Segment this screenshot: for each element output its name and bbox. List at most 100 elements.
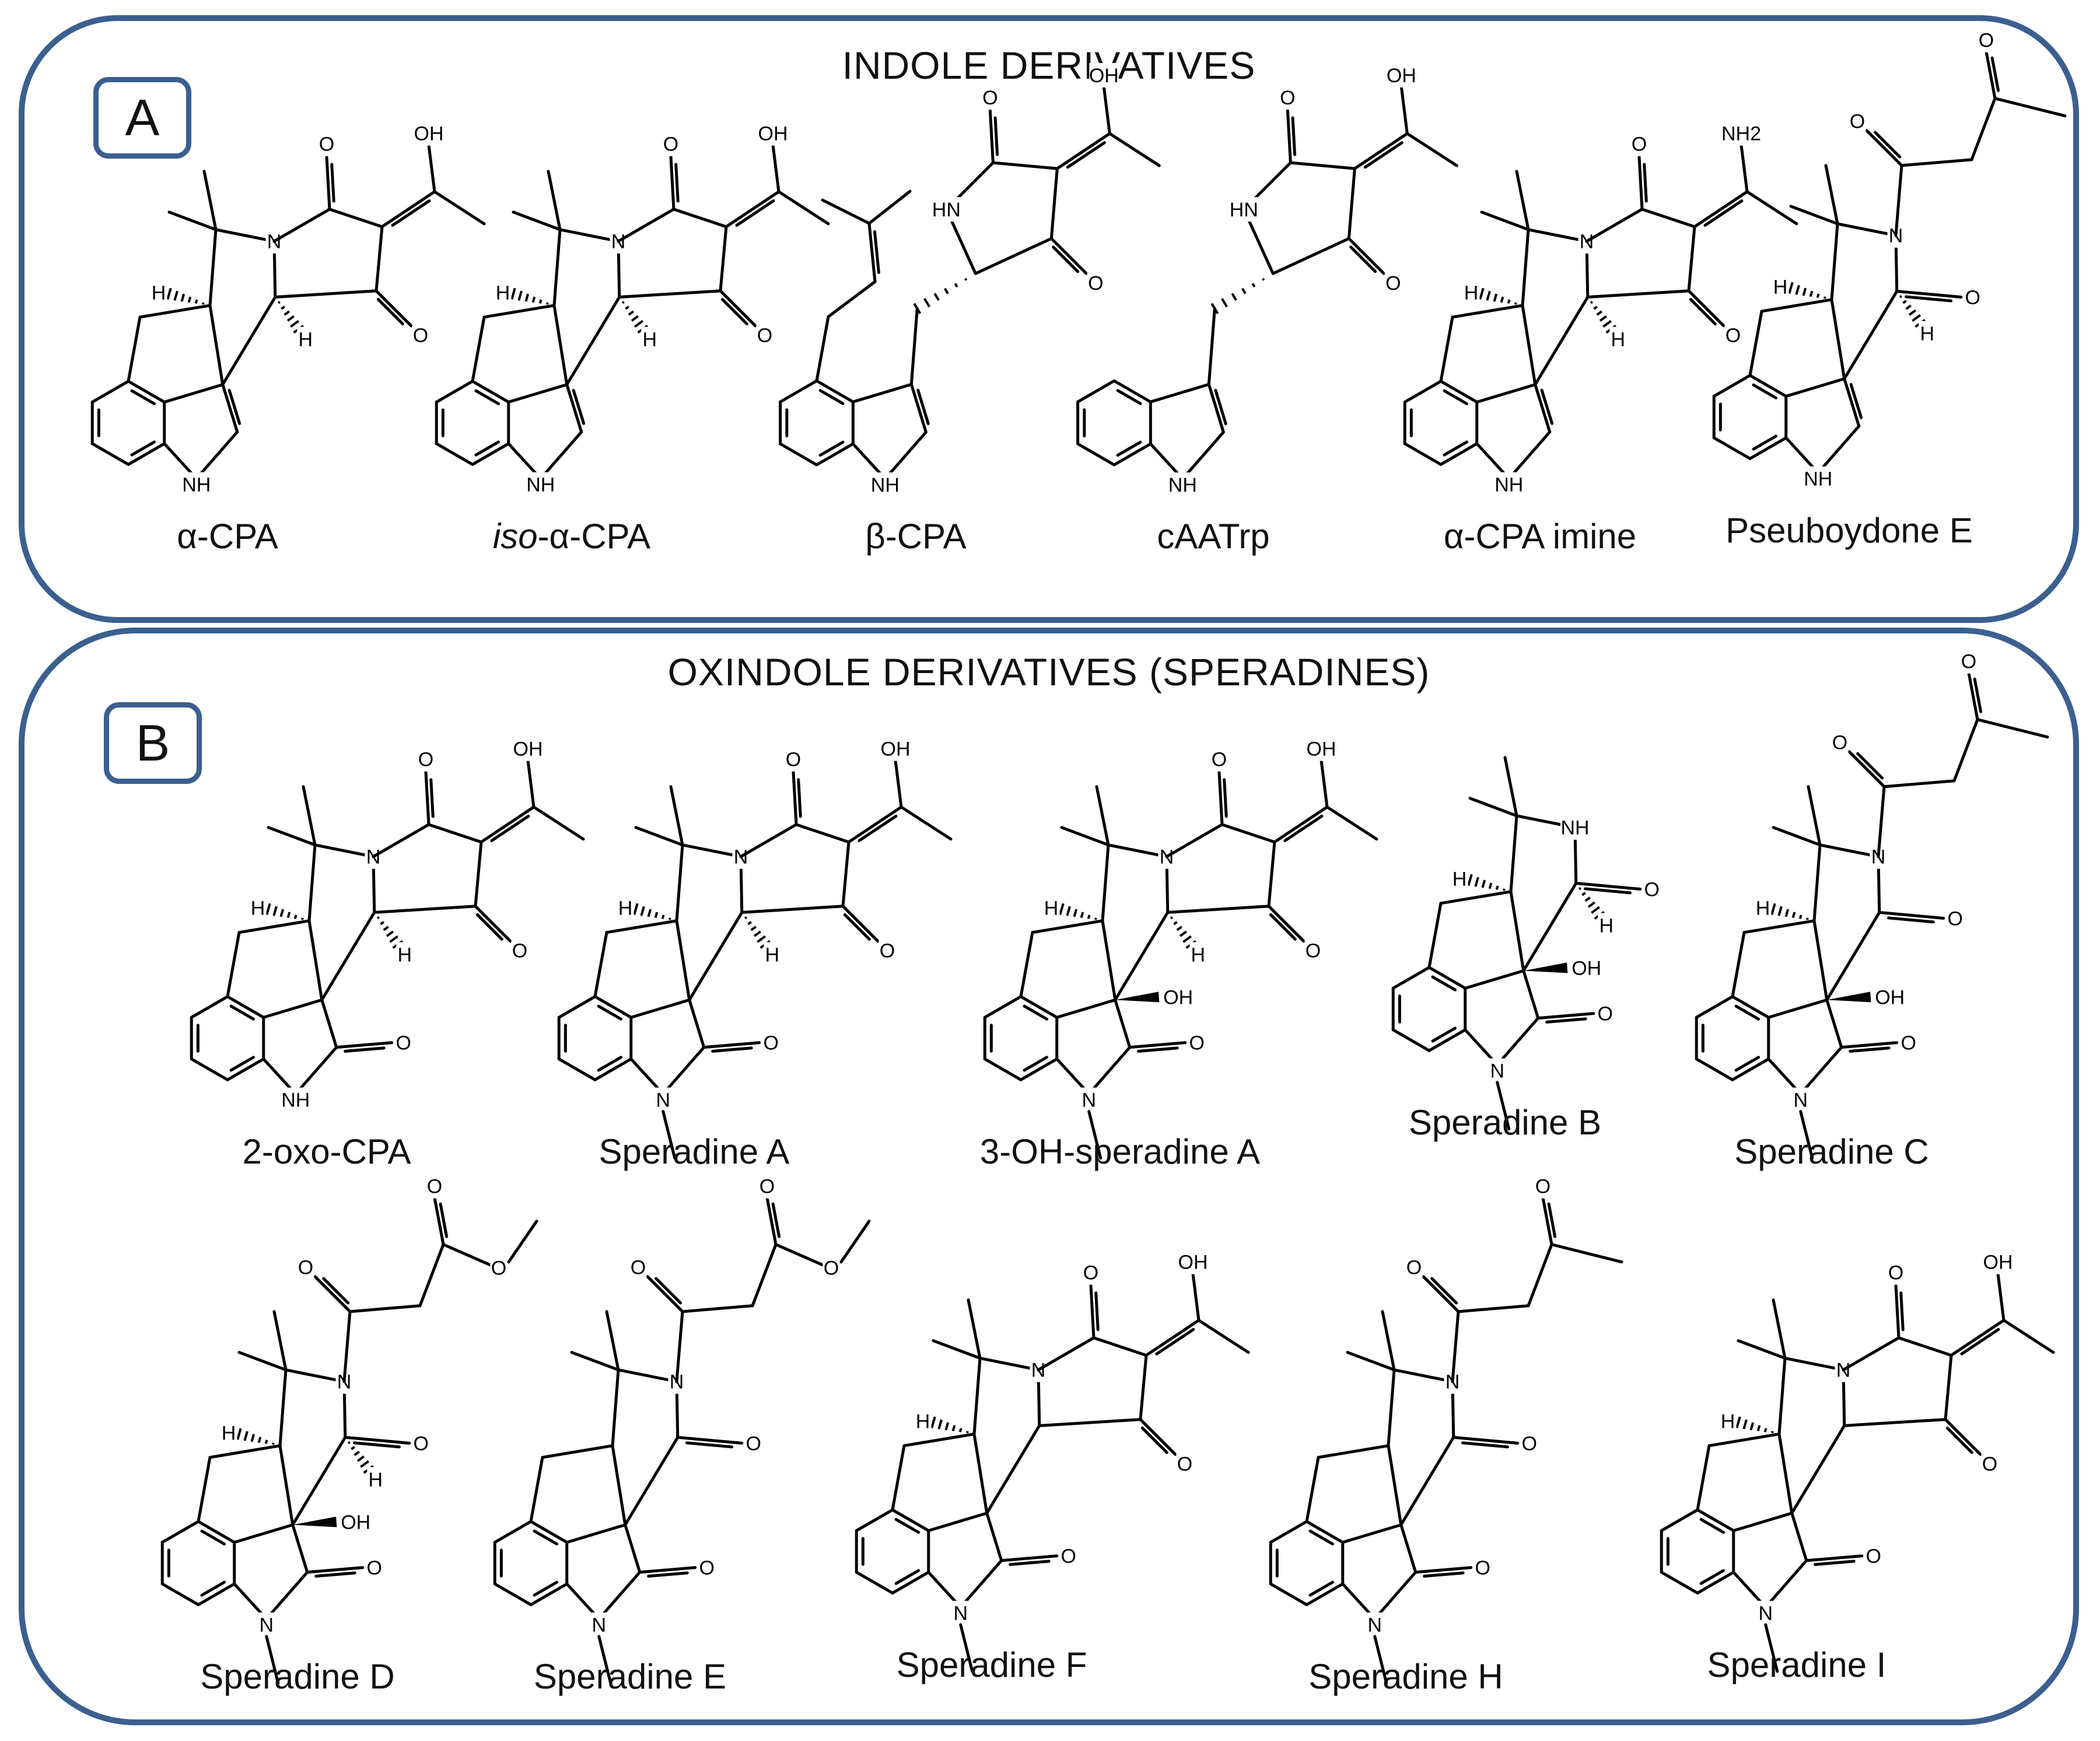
- ring-bond: [272, 208, 331, 243]
- ring-bond: [1527, 228, 1588, 243]
- benzene-ring: [597, 1004, 623, 1021]
- carbonyl-oxygen: O: [699, 1557, 715, 1579]
- carbonyl-oxygen: O: [1632, 134, 1647, 156]
- atom-label-bg: [367, 1467, 384, 1492]
- stereo-hydrogen: H: [368, 1469, 383, 1491]
- indole-bond: [195, 430, 239, 481]
- carbonyl-bond: [344, 1046, 386, 1053]
- atom-label-bg: [1489, 1058, 1506, 1083]
- indole-nitrogen: N: [1367, 1614, 1382, 1637]
- stereo-h-bond: [265, 903, 304, 920]
- ring-bond: [558, 228, 620, 243]
- stereo-hydrogen: H: [1191, 944, 1205, 966]
- stereo-h-bond: [633, 903, 671, 920]
- lactam-carbonyl: [1895, 289, 1963, 299]
- benzene-ring: [779, 379, 818, 404]
- ring-bond: [482, 304, 556, 319]
- carbonyl-bond: [322, 1277, 350, 1305]
- atom-label-bg: [1494, 472, 1524, 497]
- atom-label-bg: [1163, 985, 1193, 1010]
- acyl-bond: [681, 1304, 754, 1313]
- benzene-ring: [1403, 442, 1443, 466]
- atom-label-bg: [1757, 1600, 1774, 1626]
- atom-label-bg: [417, 747, 435, 772]
- stereo-h-bond: [1770, 903, 1809, 920]
- indole-bond: [1732, 1511, 1794, 1532]
- carbonyl-oxygen: O: [396, 1032, 411, 1055]
- carbonyl-bond: [841, 905, 880, 943]
- indole-bond: [1214, 388, 1227, 425]
- ring-bond: [307, 843, 317, 923]
- atom-label-bg: [181, 472, 211, 497]
- indole-bond: [927, 1511, 989, 1532]
- carbonyl-oxygen: O: [1832, 732, 1847, 754]
- ring-bond: [1165, 823, 1224, 859]
- methyl-bond: [1346, 1351, 1396, 1372]
- enol-bond: [1283, 814, 1324, 842]
- carbonyl-bond: [719, 289, 757, 328]
- ring-bond: [1818, 843, 1880, 859]
- benzene-ring: [190, 995, 229, 1019]
- benzene-ring: [1019, 995, 1059, 1019]
- methyl-bond: [202, 170, 218, 232]
- atom-label-bg: [745, 1431, 762, 1456]
- atom-label-bg: [1387, 63, 1416, 87]
- lactam-carbonyl: [344, 1435, 411, 1445]
- carbonyl-oxygen: O: [298, 1257, 313, 1279]
- carbonyl-bond: [711, 1046, 753, 1053]
- benzene-ring: [1391, 1028, 1431, 1052]
- benzene-ring: [1696, 1571, 1735, 1595]
- ring-bond: [307, 919, 324, 1001]
- carbonyl-bond: [1899, 1291, 1905, 1332]
- methyl-bond: [932, 1339, 982, 1360]
- lactam-carbonyl: [1461, 1441, 1510, 1449]
- stereo-hydrogen: H: [765, 944, 779, 966]
- atom-label-bg: [511, 938, 528, 963]
- benzene-ring: [818, 440, 845, 457]
- ring-bond: [541, 1444, 614, 1459]
- compound-name: Speradine B: [1408, 1103, 1602, 1142]
- methyl-bond: [1737, 1339, 1787, 1360]
- methyl-bond: [2002, 1319, 2055, 1354]
- carbonyl-bond: [474, 905, 512, 943]
- carbonyl-bond: [1643, 163, 1648, 203]
- ring-bond: [1748, 310, 1763, 377]
- indole-bond: [1341, 1523, 1403, 1544]
- carbonyl-oxygen: O: [1280, 87, 1295, 109]
- atom-label-bg: [1978, 27, 1995, 52]
- ring-bond: [274, 289, 378, 299]
- benzene-ring: [1443, 389, 1469, 405]
- benzene-ring: [597, 1056, 623, 1072]
- indole-bond: [1540, 388, 1554, 425]
- ring-bond: [1220, 823, 1276, 844]
- benzene-ring: [435, 442, 474, 466]
- panel-a-heading: INDOLE DERIVATIVES: [842, 44, 1256, 87]
- carbonyl-bond: [646, 1275, 684, 1313]
- methyl-bond: [237, 1351, 288, 1372]
- carbonyl-oxygen: O: [982, 87, 998, 109]
- ring-bond: [1038, 1418, 1142, 1427]
- ring-bond: [1777, 1357, 1787, 1436]
- ring-bond: [1387, 1444, 1403, 1526]
- methyl-bond: [1325, 805, 1378, 841]
- atom-label-bg: [1210, 747, 1228, 772]
- carbonyl-bond: [429, 778, 435, 818]
- compound-name: cAATrp: [1157, 517, 1270, 556]
- hydroxy-bond: [894, 759, 903, 809]
- indole-nh: NH: [871, 474, 900, 496]
- atom-label-bg: [758, 121, 788, 146]
- carbonyl-bond: [1139, 1418, 1177, 1456]
- carbonyl-oxygen: O: [1726, 325, 1741, 347]
- benzene-ring: [1695, 995, 1734, 1019]
- carbonyl-bond: [988, 108, 995, 164]
- enol-bond: [480, 805, 536, 844]
- benzene-ring: [1439, 442, 1479, 466]
- ring-bond: [1092, 1336, 1148, 1357]
- atom-label-bg: [1875, 985, 1905, 1010]
- hydroxy-bond: [771, 143, 780, 194]
- carbonyl-bond: [765, 1196, 778, 1246]
